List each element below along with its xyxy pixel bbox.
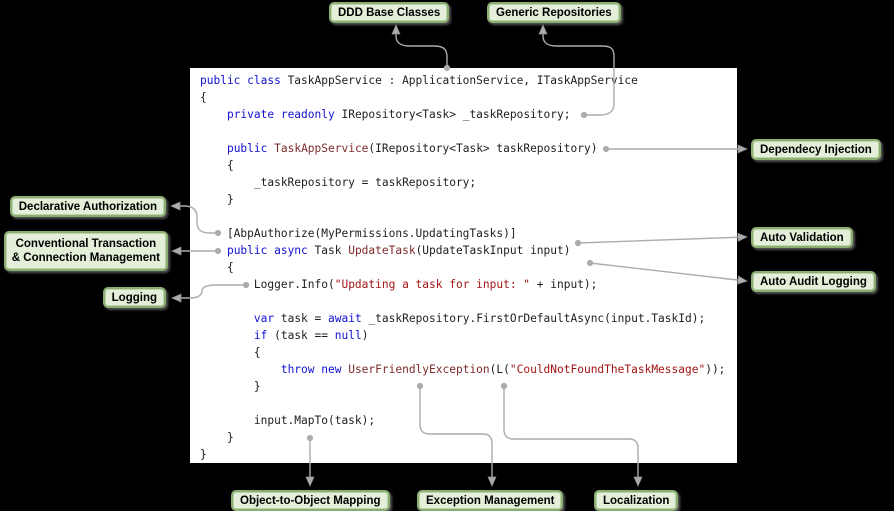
code-block: public class TaskAppService : Applicatio… (200, 72, 725, 463)
code-line: input.MapTo(task); (200, 414, 376, 427)
label-line-2: & Connection Management (11, 252, 160, 264)
label-declarative-authorization: Declarative Authorization (9, 196, 166, 217)
code-line: { (200, 91, 207, 104)
code-line: _taskRepository = taskRepository; (200, 176, 477, 189)
label-auto-audit-logging: Auto Audit Logging (751, 271, 876, 292)
label-logging: Logging (102, 287, 166, 308)
code-line: Logger.Info("Updating a task for input: … (200, 278, 598, 291)
code-line (200, 208, 725, 225)
code-line: { (200, 346, 261, 359)
code-line: throw new UserFriendlyException(L("Could… (280, 363, 726, 376)
code-line: [AbpAuthorize(MyPermissions.UpdatingTask… (200, 227, 517, 240)
label-dependency-injection: Dependecy Injection (751, 139, 881, 160)
code-line (200, 293, 725, 310)
code-line: var task = await _taskRepository.FirstOr… (253, 312, 706, 325)
code-line: } (200, 193, 234, 206)
code-line (200, 123, 725, 140)
code-line: public class TaskAppService : Applicatio… (200, 74, 638, 87)
code-line: public TaskAppService(IRepository<Task> … (226, 142, 598, 155)
code-line: } (200, 448, 207, 461)
label-conventional-transaction: Conventional Transaction & Connection Ma… (3, 231, 168, 271)
code-line: { (200, 261, 234, 274)
label-auto-validation: Auto Validation (751, 227, 853, 248)
label-generic-repositories: Generic Repositories (487, 2, 621, 23)
code-line: private readonly IRepository<Task> _task… (226, 108, 571, 121)
label-object-to-object-mapping: Object-to-Object Mapping (231, 490, 390, 511)
code-line: public async Task UpdateTask(UpdateTaskI… (226, 244, 571, 257)
label-ddd-base-classes: DDD Base Classes (329, 2, 450, 23)
label-line-1: Conventional Transaction (15, 237, 157, 250)
code-line: if (task == null) (253, 329, 369, 342)
code-line: } (200, 431, 234, 444)
code-line: } (200, 380, 261, 393)
label-localization: Localization (594, 490, 679, 511)
code-panel: public class TaskAppService : Applicatio… (190, 68, 737, 463)
label-exception-management: Exception Management (417, 490, 564, 511)
connector-ddd-base-classes (391, 24, 451, 72)
code-line (200, 395, 725, 412)
code-line: { (200, 159, 234, 172)
